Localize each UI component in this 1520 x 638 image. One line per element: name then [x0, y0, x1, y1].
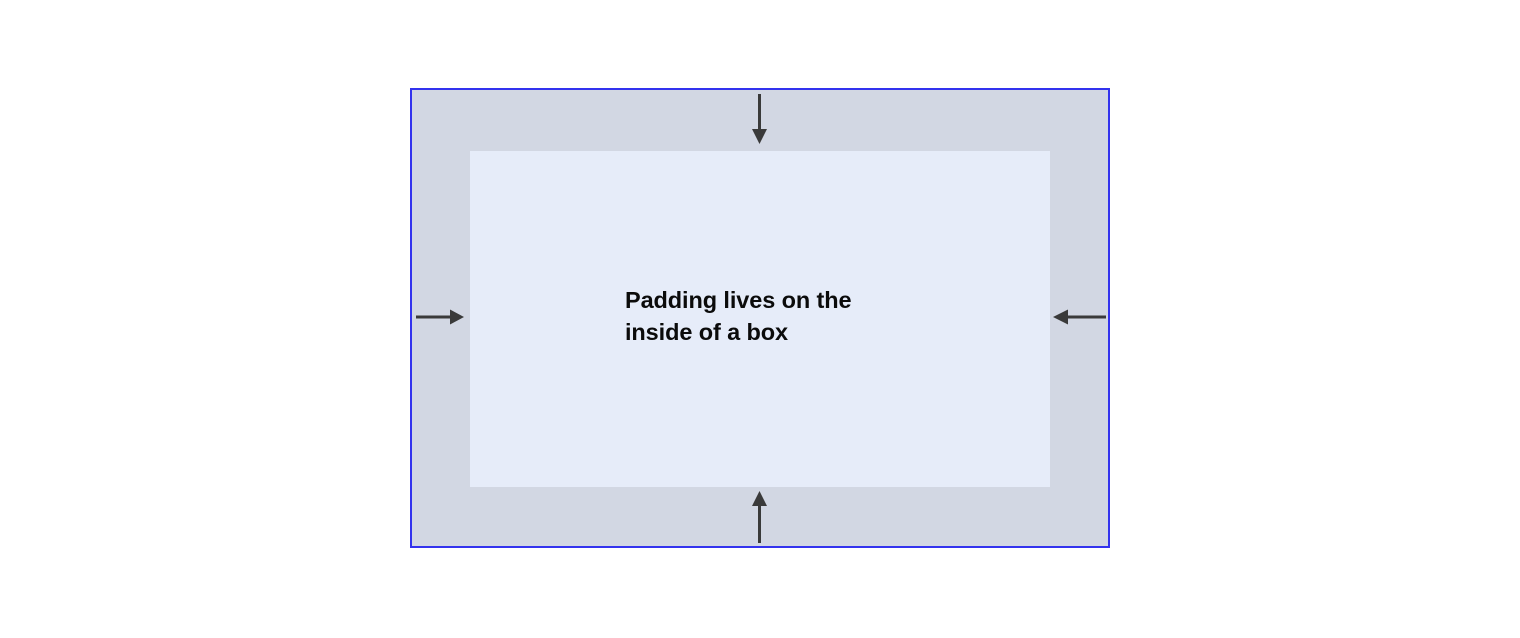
- content-box: [470, 151, 1050, 487]
- content-box-label: Padding lives on the inside of a box: [625, 287, 852, 345]
- padding-arrow-right-icon: [1053, 309, 1106, 325]
- padding-arrow-left-icon: [416, 309, 464, 325]
- padding-arrow-top-icon: [752, 94, 767, 144]
- padding-arrow-bottom-icon: [752, 491, 767, 543]
